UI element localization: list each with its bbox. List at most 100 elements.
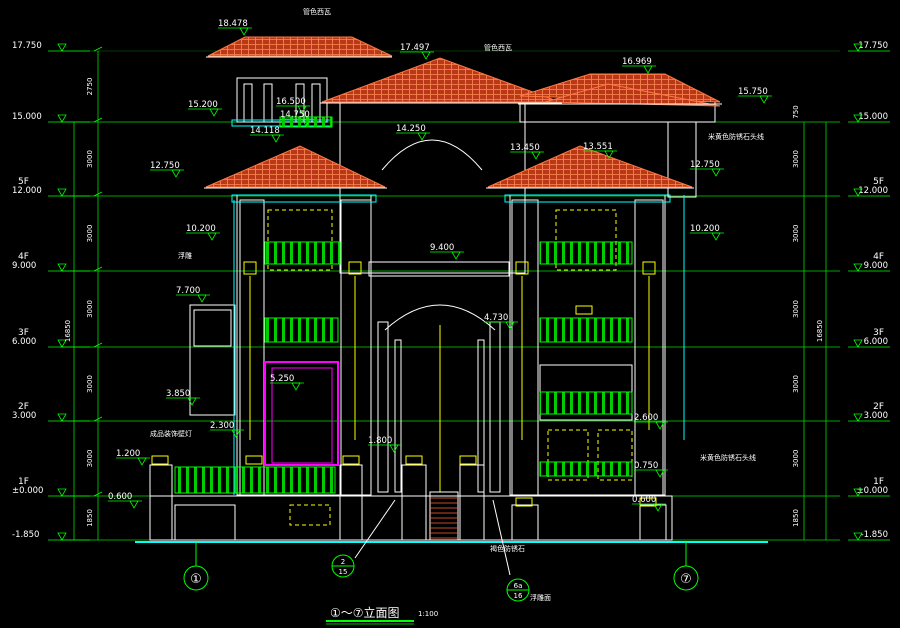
elev-triangle [197, 294, 207, 303]
dim-right-label: 3000 [792, 225, 800, 243]
level-floor-label: 3F [873, 328, 884, 338]
elevation-label: 1.800 [368, 436, 392, 446]
dim-right-label: 1850 [792, 509, 800, 527]
dim-left-label: 3000 [86, 450, 94, 468]
elevation-label: 7.700 [176, 286, 200, 296]
elev-triangle [389, 444, 399, 453]
dim-right-label: 3000 [792, 150, 800, 168]
level-value-label: 9.000 [864, 261, 888, 271]
elev-triangle [57, 532, 67, 541]
dim-tick [93, 117, 103, 123]
elev-triangle [643, 65, 653, 74]
level-floor-label: 1F [18, 477, 29, 487]
dim-tick [93, 191, 103, 197]
elev-triangle [129, 500, 139, 509]
dimension-chains [73, 51, 827, 540]
elevation-label: 10.200 [186, 224, 216, 234]
title-scale: 1:100 [418, 610, 438, 618]
ref2-bottom: 16 [514, 592, 523, 600]
axis-bubbles: ① ⑦ [183, 542, 699, 591]
level-value-label: ±0.000 [12, 486, 43, 496]
elev-triangle [301, 118, 311, 127]
note-window: 浮雕 [178, 251, 192, 260]
level-value-label: 3.000 [12, 411, 36, 421]
roof-center [321, 57, 561, 103]
elev-triangle [187, 397, 197, 406]
dim-left-label: 2750 [86, 78, 94, 96]
elev-triangle [137, 457, 147, 466]
elev-triangle [271, 134, 281, 143]
elevation-label: 13.450 [510, 143, 540, 153]
elev-triangle [297, 105, 307, 114]
dim-tick [93, 266, 103, 272]
elev-triangle [759, 95, 769, 104]
elev-triangle [853, 263, 863, 272]
base-plinth [149, 464, 673, 541]
elev-triangle [853, 488, 863, 497]
note-roof2: 管色西瓦 [484, 43, 512, 52]
roof-left-wing [205, 145, 386, 188]
elev-triangle [853, 114, 863, 123]
axis-1: ① [190, 572, 202, 587]
elevation-label: 14.250 [396, 124, 426, 134]
elevation-label: 16.969 [622, 57, 652, 67]
level-value-label: ±0.000 [857, 486, 888, 496]
level-value-label: -1.850 [861, 530, 888, 540]
elev-triangle [421, 51, 431, 60]
elev-triangle [711, 232, 721, 241]
level-floor-label: 1F [873, 477, 884, 487]
elevation-label: 5.250 [270, 374, 294, 384]
dim-right-label: 750 [792, 105, 800, 118]
balustrades [174, 116, 633, 494]
drawing-title: ①～⑦立面图 1:100 [326, 605, 438, 625]
level-floor-label: 5F [873, 177, 884, 187]
total-dim-label: 16850 [64, 320, 72, 342]
central-arch-top [381, 139, 483, 171]
elev-triangle [207, 232, 217, 241]
elev-triangle [239, 27, 249, 36]
elev-triangle [57, 114, 67, 123]
total-dim-label: 16850 [816, 320, 824, 342]
elev-triangle [655, 421, 665, 430]
note-base: 褐色防锈石 [490, 544, 525, 553]
elev-triangle [853, 188, 863, 197]
level-value-label: 9.000 [12, 261, 36, 271]
entrance-stairs [430, 497, 458, 539]
elevation-label: 3.850 [166, 389, 190, 399]
ref2-top: 6a [514, 582, 523, 590]
left-block [189, 194, 377, 496]
level-floor-label: 3F [18, 328, 29, 338]
elev-triangle [57, 488, 67, 497]
elev-triangle [417, 132, 427, 141]
ref1-bottom: 15 [339, 568, 348, 576]
elevation-label: 0.600 [632, 495, 656, 505]
level-value-label: 6.000 [864, 337, 888, 347]
elevation-label: 10.200 [690, 224, 720, 234]
level-value-label: 3.000 [864, 411, 888, 421]
elevation-label: 12.750 [690, 160, 720, 170]
dim-left-label: 3000 [86, 375, 94, 393]
roof-eaves [204, 56, 722, 189]
elev-triangle [531, 151, 541, 160]
elev-triangle [653, 503, 663, 512]
elevation-label: 2.300 [210, 421, 234, 431]
fixtures [151, 261, 657, 507]
dim-tick [93, 46, 103, 52]
level-value-label: 12.000 [858, 186, 888, 196]
elev-triangle [57, 263, 67, 272]
elevation-label: 14.118 [250, 126, 280, 136]
level-floor-label: 4F [18, 252, 29, 262]
dim-left-label: 1850 [86, 509, 94, 527]
elevation-label: 13.551 [583, 142, 613, 152]
elevation-label: 1.200 [116, 449, 140, 459]
detail-refs: 2 15 6a 16 [331, 499, 530, 602]
level-value-label: 15.000 [12, 112, 42, 122]
dim-tick [93, 342, 103, 348]
elevation-label: 12.750 [150, 161, 180, 171]
dim-right-label: 3000 [792, 450, 800, 468]
level-floor-label: 4F [873, 252, 884, 262]
elevation-label: 4.730 [484, 313, 508, 323]
elev-triangle [209, 108, 219, 117]
